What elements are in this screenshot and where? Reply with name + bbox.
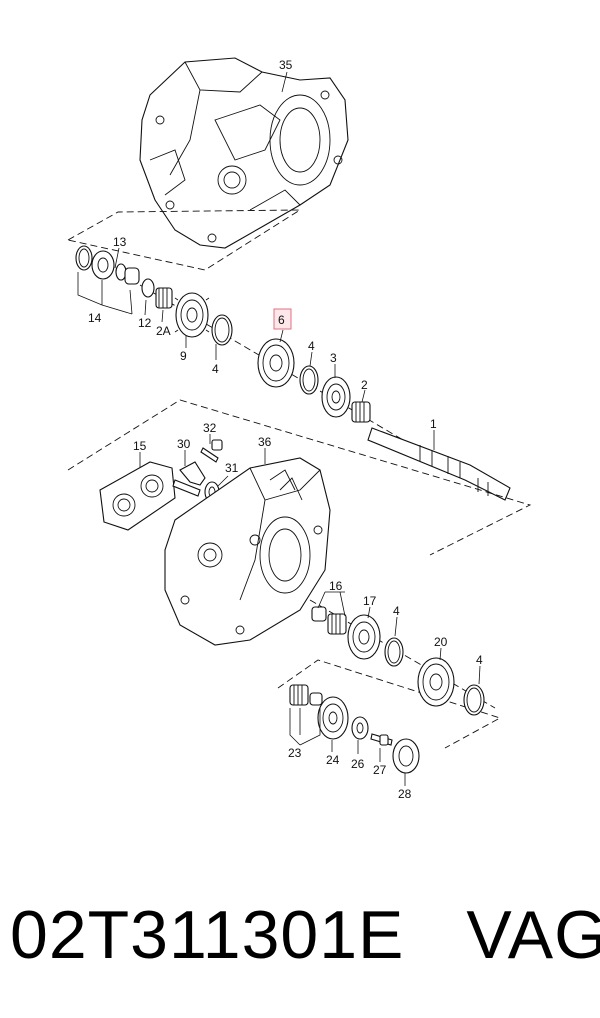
bearing-part-13[interactable] — [91, 250, 127, 281]
exploded-parts-diagram: 35 13 14 12 2A 9 4 6 4 3 2 1 32 30 31 15… — [66, 57, 532, 801]
callout-36[interactable]: 36 — [258, 435, 272, 449]
callout-4-lower-left[interactable]: 4 — [393, 604, 400, 618]
leader-lines — [77, 71, 481, 786]
callout-27[interactable]: 27 — [373, 763, 387, 777]
callout-4-upper-left[interactable]: 4 — [212, 362, 219, 376]
callout-4-upper-right[interactable]: 4 — [308, 339, 315, 353]
dashed-group-lower — [67, 399, 532, 556]
bushing-part-12[interactable] — [124, 267, 155, 298]
circlip-part-14[interactable] — [75, 245, 93, 271]
callout-1[interactable]: 1 — [430, 417, 437, 431]
housing-part-35[interactable] — [139, 57, 349, 249]
callout-2[interactable]: 2 — [361, 378, 368, 392]
dashed-group-bottom — [277, 659, 502, 749]
needle-bearing-part-2a[interactable] — [155, 287, 173, 309]
gear-part-9[interactable] — [174, 292, 210, 338]
synchro-ring-part-4-lower-right[interactable] — [463, 684, 485, 716]
bolt-part-27[interactable] — [370, 733, 393, 746]
lever-part-30[interactable] — [172, 461, 206, 497]
callout-17[interactable]: 17 — [363, 594, 377, 608]
callout-4-lower-right[interactable]: 4 — [476, 653, 483, 667]
callout-13[interactable]: 13 — [113, 235, 127, 249]
brand-text: VAG — [466, 897, 600, 973]
bolt-part-32[interactable] — [200, 439, 223, 463]
callout-23[interactable]: 23 — [288, 746, 302, 760]
callout-26[interactable]: 26 — [351, 757, 365, 771]
callout-15[interactable]: 15 — [133, 439, 147, 453]
highlight-box-callout-6 — [273, 308, 292, 330]
main-shaft-part-1[interactable] — [367, 427, 511, 501]
callout-2a[interactable]: 2A — [156, 324, 171, 338]
bearing-part-16[interactable] — [311, 606, 347, 635]
callout-12[interactable]: 12 — [138, 316, 152, 330]
part-number-caption: 02T311301E VAG — [10, 895, 600, 975]
callout-16[interactable]: 16 — [329, 579, 343, 593]
synchronizer-hub-part-6[interactable] — [257, 338, 295, 388]
washer-part-26[interactable] — [351, 716, 369, 740]
callout-28[interactable]: 28 — [398, 787, 412, 801]
synchro-ring-part-4-lower-left[interactable] — [384, 637, 404, 667]
synchronizer-part-20[interactable] — [417, 657, 455, 707]
callout-32[interactable]: 32 — [203, 421, 217, 435]
callout-24[interactable]: 24 — [326, 753, 340, 767]
bearing-part-28[interactable] — [392, 738, 420, 774]
cover-plate-part-15[interactable] — [99, 461, 176, 531]
synchro-ring-part-4-upper-right[interactable] — [299, 365, 319, 395]
callout-31[interactable]: 31 — [225, 461, 239, 475]
part-number-text: 02T311301E — [10, 897, 405, 973]
callout-6[interactable]: 6 — [278, 313, 285, 327]
gear-part-24[interactable] — [317, 696, 349, 740]
gear-part-17[interactable] — [347, 614, 381, 660]
callout-30[interactable]: 30 — [177, 437, 191, 451]
needle-bearing-part-2[interactable] — [351, 401, 371, 423]
callout-3[interactable]: 3 — [330, 351, 337, 365]
needle-bearing-part-23[interactable] — [289, 684, 323, 706]
dashed-group-upper — [66, 209, 302, 271]
housing-part-36[interactable] — [164, 457, 331, 646]
callout-20[interactable]: 20 — [434, 635, 448, 649]
gear-part-3[interactable] — [321, 376, 351, 418]
callout-35[interactable]: 35 — [279, 58, 293, 72]
callout-14[interactable]: 14 — [88, 311, 102, 325]
synchro-ring-part-4-upper-left[interactable] — [211, 314, 233, 346]
callout-labels: 35 13 14 12 2A 9 4 6 4 3 2 1 32 30 31 15… — [88, 58, 483, 801]
callout-9[interactable]: 9 — [180, 349, 187, 363]
